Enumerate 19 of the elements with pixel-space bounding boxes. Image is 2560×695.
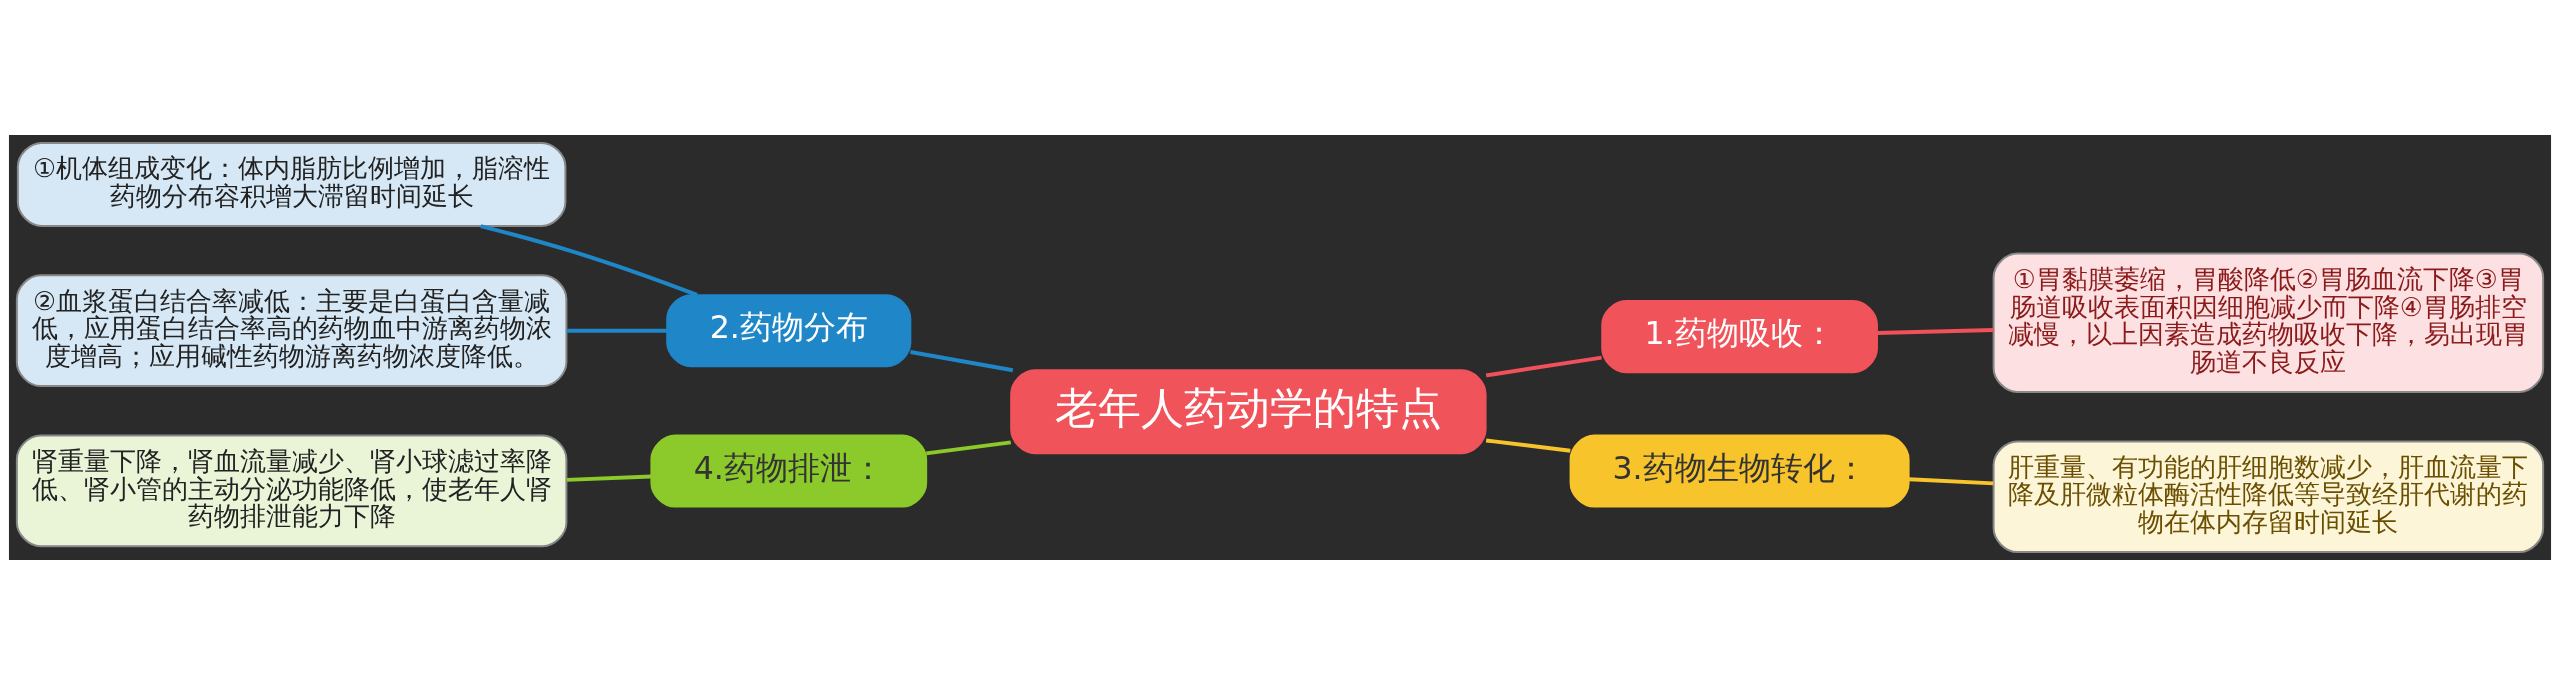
node-box: 肝重量、有功能的肝细胞数减少，肝血流量下降及肝微粒体酶活性降低等导致经肝代谢的药物在体内存留时间延长 bbox=[1992, 440, 2545, 554]
node-box: ①机体组成变化：体内脂肪比例增加，脂溶性药物分布容积增大滞留时间延长 bbox=[16, 141, 567, 227]
node-box: 肾重量下降，肾血流量减少、肾小球滤过率降低、肾小管的主动分泌功能降低，使老年人肾药物排泄能力下降 bbox=[15, 434, 568, 548]
node-box: 4.药物排泄： bbox=[650, 434, 928, 508]
connector bbox=[910, 350, 1014, 373]
node-box: 2.药物分布 bbox=[666, 294, 912, 368]
node-box: ①胃黏膜萎缩，胃酸降低②胃肠血流下降③胃肠道吸收表面积因细胞减少而下降④胃肠排空减慢，以上因素造成药物吸收下降，易出现胃肠道不良反应 bbox=[1992, 252, 2545, 393]
connector bbox=[566, 328, 668, 333]
connector bbox=[1485, 438, 1571, 453]
node-box: 1.药物吸收： bbox=[1601, 300, 1878, 374]
connector bbox=[1877, 328, 1994, 336]
node-box: 3.药物生物转化： bbox=[1569, 434, 1910, 508]
connector bbox=[1909, 477, 1994, 486]
connector bbox=[480, 224, 698, 297]
node-box: ②血浆蛋白结合率减低：主要是白蛋白含量减低，应用蛋白结合率高的药物血中游离药物浓度增高；应用碱性药物游离药物浓度降低。 bbox=[15, 274, 568, 388]
connector bbox=[1485, 355, 1602, 378]
node-box: 老年人药动学的特点 bbox=[1010, 369, 1487, 455]
connector bbox=[925, 440, 1012, 456]
connector bbox=[566, 474, 652, 482]
